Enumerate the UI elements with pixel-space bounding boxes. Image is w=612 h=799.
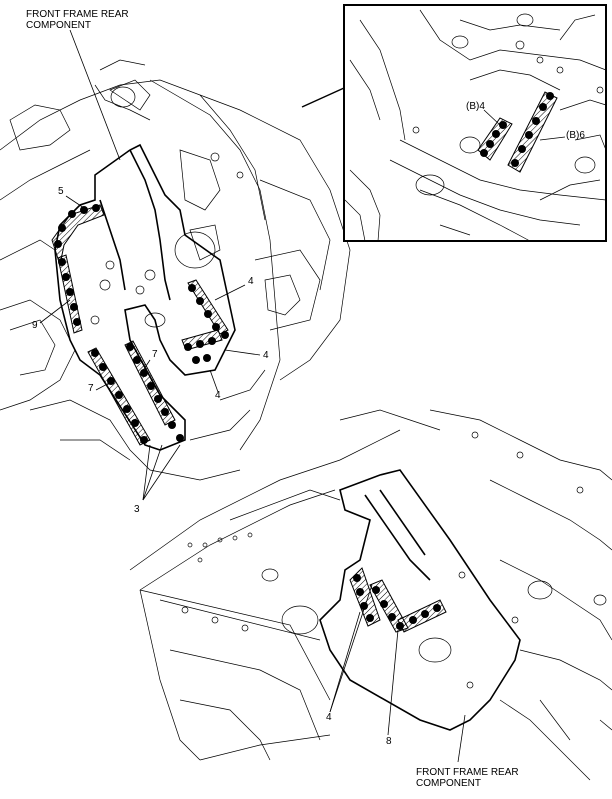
callout-3: 3 (134, 504, 140, 515)
inset-detail (301, 4, 607, 242)
callout-4-middle: 4 (263, 350, 269, 361)
callout-5: 5 (58, 186, 64, 197)
bottom-component-label-line2: COMPONENT (416, 778, 481, 789)
inset-callout-b4: (B)4 (466, 101, 485, 112)
top-leader-lines (39, 29, 261, 501)
top-component-label-line2: COMPONENT (26, 20, 91, 31)
top-view-body-lines (0, 59, 351, 481)
callout-8: 8 (386, 736, 392, 747)
bottom-leader-lines (329, 584, 466, 763)
bottom-component-label: FRONT FRAME REAR COMPONENT (416, 767, 519, 789)
top-weld-spots (54, 204, 229, 444)
top-frame-rear-component (54, 143, 236, 451)
callout-9: 9 (32, 320, 38, 331)
top-component-label-line1: FRONT FRAME REAR (26, 9, 129, 20)
callout-7-right: 7 (152, 349, 158, 360)
bottom-frame-rear-component (319, 469, 521, 731)
bottom-weld-strips (349, 567, 447, 633)
bottom-view-body-lines (129, 409, 612, 781)
inset-callout-b6: (B)6 (566, 130, 585, 141)
callout-4-lower: 4 (215, 390, 221, 401)
callout-7-left: 7 (88, 383, 94, 394)
top-component-label: FRONT FRAME REAR COMPONENT (26, 9, 129, 31)
callout-4-upper: 4 (248, 276, 254, 287)
callout-4-bottom: 4 (326, 712, 332, 723)
bottom-component-label-line1: FRONT FRAME REAR (416, 767, 519, 778)
